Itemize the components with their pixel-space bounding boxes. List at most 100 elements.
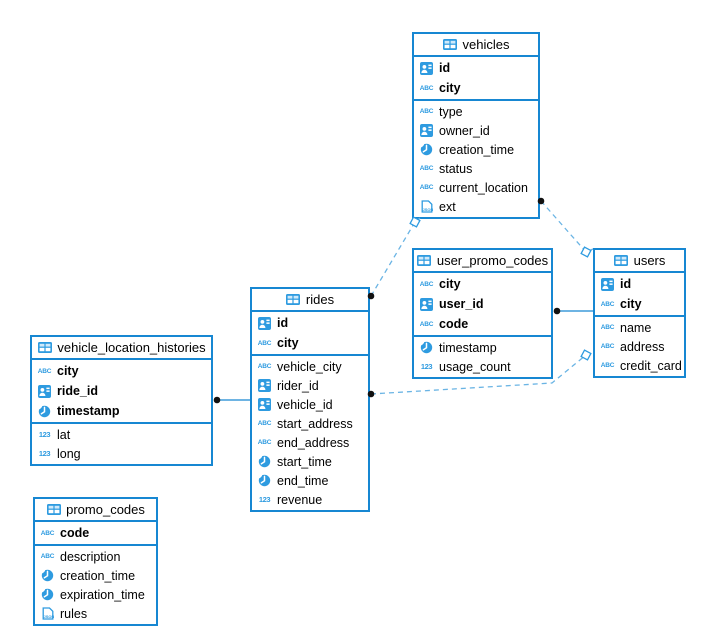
field-name: ride_id <box>57 384 98 398</box>
number-type-icon: 123 <box>38 430 51 439</box>
text-type-icon: ABC <box>257 439 272 446</box>
text-type-icon: ABC <box>600 300 615 308</box>
table-icon <box>443 39 458 50</box>
field-row-expiration_time[interactable]: expiration_time <box>35 585 156 604</box>
field-row-code[interactable]: ABC code <box>414 314 551 334</box>
table-icon <box>286 294 301 305</box>
text-type-icon: ABC <box>419 320 434 328</box>
json-type-icon: JSON <box>39 607 56 620</box>
field-name: code <box>439 317 469 331</box>
many-end-dot <box>553 307 561 315</box>
field-row-ext[interactable]: JSON ext <box>414 197 538 216</box>
field-row-end_time[interactable]: end_time <box>252 471 368 490</box>
field-row-id[interactable]: id <box>252 313 368 333</box>
table-header[interactable]: vehicles <box>414 34 538 57</box>
table-title: vehicles <box>462 37 510 52</box>
svg-text:JSON: JSON <box>422 207 433 212</box>
relationship-line <box>540 200 594 253</box>
time-type-icon <box>418 143 435 156</box>
id-type-icon <box>256 316 273 330</box>
table-header[interactable]: user_promo_codes <box>414 250 551 273</box>
field-row-lat[interactable]: 123 lat <box>32 425 211 444</box>
field-name: end_time <box>277 473 329 488</box>
field-row-start_address[interactable]: ABC start_address <box>252 414 368 433</box>
field-row-user_id[interactable]: user_id <box>414 294 551 314</box>
table-header[interactable]: rides <box>252 289 368 312</box>
text-type-icon: ABC <box>257 420 272 427</box>
text-type-icon: ABC <box>40 529 55 537</box>
field-row-creation_time[interactable]: creation_time <box>35 566 156 585</box>
table-header[interactable]: users <box>595 250 684 273</box>
field-row-start_time[interactable]: start_time <box>252 452 368 471</box>
field-row-id[interactable]: id <box>595 274 684 294</box>
field-name: start_address <box>277 416 353 431</box>
text-type-icon: ABC <box>257 363 272 370</box>
field-name: user_id <box>439 297 484 311</box>
field-name: city <box>277 336 299 350</box>
field-row-timestamp[interactable]: timestamp <box>414 338 551 357</box>
field-name: revenue <box>277 492 323 507</box>
id-type-icon <box>256 398 273 411</box>
text-type-icon: ABC <box>37 367 52 375</box>
field-name: ext <box>439 199 456 214</box>
id-type-icon <box>599 277 616 291</box>
table-title: promo_codes <box>66 502 145 517</box>
id-type-icon <box>418 124 435 137</box>
field-name: start_time <box>277 454 332 469</box>
field-row-ride_id[interactable]: ride_id <box>32 381 211 401</box>
field-name: id <box>620 277 632 291</box>
table-title: rides <box>305 292 335 307</box>
table-header[interactable]: promo_codes <box>35 499 156 522</box>
field-row-rider_id[interactable]: rider_id <box>252 376 368 395</box>
field-name: lat <box>57 427 71 442</box>
time-type-icon <box>256 474 273 487</box>
field-row-id[interactable]: id <box>414 58 538 78</box>
field-name: long <box>57 446 81 461</box>
field-row-timestamp[interactable]: timestamp <box>32 401 211 421</box>
table-header[interactable]: vehicle_location_histories <box>32 337 211 360</box>
field-row-owner_id[interactable]: owner_id <box>414 121 538 140</box>
id-type-icon <box>418 61 435 75</box>
time-type-icon <box>39 569 56 582</box>
field-row-vehicle_id[interactable]: vehicle_id <box>252 395 368 414</box>
field-row-creation_time[interactable]: creation_time <box>414 140 538 159</box>
many-end-dot <box>213 396 221 404</box>
text-type-icon: ABC <box>419 184 434 191</box>
id-type-icon <box>36 384 53 398</box>
field-name: id <box>277 316 289 330</box>
field-name: creation_time <box>60 568 136 583</box>
text-type-icon: ABC <box>419 108 434 115</box>
